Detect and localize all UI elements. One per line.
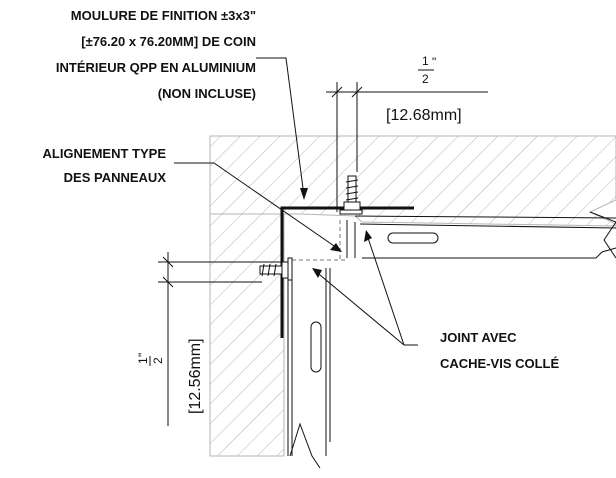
top-panel-slot — [387, 232, 439, 244]
molding-callout-line-2: [±76.20 x 76.20MM] DE COIN — [81, 34, 256, 49]
left-dim-inch-mark: " — [136, 353, 150, 357]
left-dim-fraction-den: 2 — [151, 357, 165, 364]
leader-lines — [174, 57, 418, 346]
alignment-callout-line-1: ALIGNEMENT TYPE — [42, 146, 166, 161]
hatched-wall-top — [209, 135, 616, 227]
joint-callout: JOINT AVEC CACHE-VIS COLLÉ — [440, 330, 560, 371]
molding-callout-line-4: (NON INCLUSE) — [158, 86, 256, 101]
top-panel — [346, 211, 616, 259]
molding-callout-line-1: MOULURE DE FINITION ±3x3" — [71, 8, 256, 23]
corner-molding — [280, 206, 414, 338]
joint-callout-line-2: CACHE-VIS COLLÉ — [440, 356, 560, 371]
left-dim-fraction-num: 1 — [136, 357, 150, 364]
molding-callout: MOULURE DE FINITION ±3x3" [±76.20 x 76.2… — [56, 8, 256, 101]
top-dim-fraction-num: 1 — [422, 54, 429, 68]
left-dimension — [149, 252, 282, 426]
joint-callout-line-1: JOINT AVEC — [440, 330, 517, 345]
top-dim-metric: [12.68mm] — [386, 107, 462, 124]
screw-top — [339, 175, 363, 215]
hatched-wall-left — [209, 213, 285, 457]
alignment-callout: ALIGNEMENT TYPE DES PANNEAUX — [42, 146, 166, 185]
alignment-callout-line-2: DES PANNEAUX — [64, 170, 167, 185]
screw-left — [259, 257, 293, 281]
left-panel-slot — [310, 321, 322, 373]
left-panel — [287, 262, 331, 469]
leader-arrowheads — [300, 188, 372, 278]
alignment-dashed-lines — [292, 220, 348, 261]
left-dim-fraction: 1 " 2 — [136, 353, 165, 364]
molding-callout-line-3: INTÉRIEUR QPP EN ALUMINIUM — [56, 60, 256, 75]
top-dimension — [326, 69, 488, 212]
top-dim-fraction-den: 2 — [422, 72, 429, 86]
top-dim-inch-mark: " — [432, 55, 436, 69]
left-dim-metric: [12.56mm] — [187, 338, 204, 414]
